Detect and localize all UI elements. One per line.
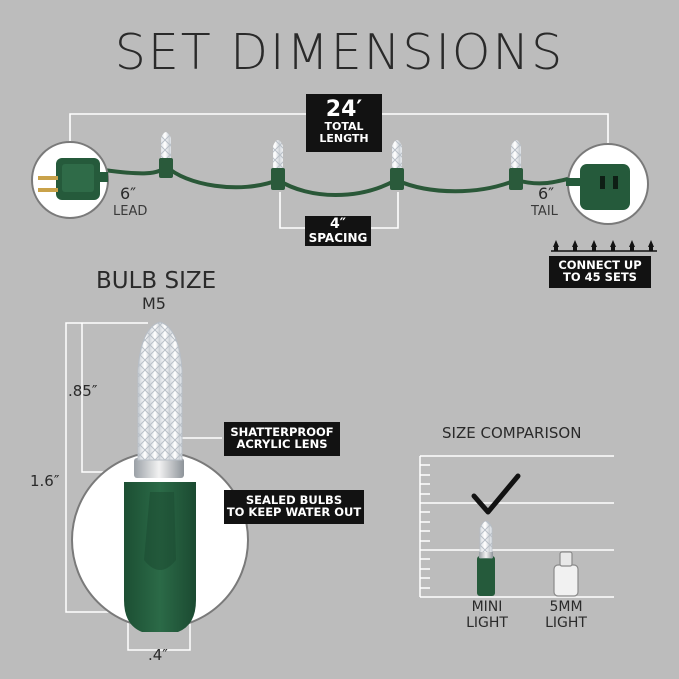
5mm-light-line1: 5MM — [549, 599, 583, 615]
bulb-size-heading: BULB SIZE — [96, 268, 217, 294]
bulb-magnifier — [71, 451, 249, 632]
spacing-value: 4″ — [330, 216, 346, 232]
tail-value: 6″ — [538, 184, 555, 203]
connect-line2: TO 45 SETS — [563, 270, 637, 285]
5mm-light-line2: LIGHT — [545, 615, 587, 631]
female-plug-icon — [566, 143, 649, 225]
total-length-label: 24′ TOTAL LENGTH — [306, 94, 382, 152]
bulb-lens — [137, 321, 183, 461]
lens-callout-line2: ACRYLIC LENS — [236, 437, 328, 452]
size-comparison-heading: SIZE COMPARISON — [442, 424, 582, 442]
string-bulb — [509, 140, 523, 190]
lead-label: LEAD — [113, 204, 148, 219]
lead-value: 6″ — [120, 184, 137, 203]
sealed-callout-line1: SEALED BULBS — [245, 493, 343, 507]
bulb-model: M5 — [142, 294, 166, 313]
lens-callout-line1: SHATTERPROOF — [230, 425, 334, 439]
spacing-label: 4″ SPACING — [305, 216, 371, 246]
string-bulb — [390, 140, 404, 190]
male-plug-icon — [31, 141, 109, 219]
5mm-light-bulb — [553, 551, 579, 597]
total-length-value: 24′ — [325, 97, 363, 122]
sealed-callout: SEALED BULBS TO KEEP WATER OUT — [224, 490, 364, 524]
checkmark-icon — [471, 473, 521, 515]
total-length-line2: LENGTH — [319, 131, 369, 145]
mini-light-line2: LIGHT — [466, 615, 508, 631]
sealed-callout-line2: TO KEEP WATER OUT — [226, 505, 362, 520]
bulb-lens-height: .85″ — [68, 382, 98, 400]
size-comparison-scale — [419, 455, 614, 598]
string-bulb — [159, 132, 173, 178]
connect-sets-label: CONNECT UP TO 45 SETS — [549, 256, 651, 288]
tail-label: TAIL — [531, 204, 558, 219]
string-bulb — [271, 140, 285, 190]
connect-line1: CONNECT UP — [558, 258, 642, 272]
bulb-total-height: 1.6″ — [30, 472, 60, 490]
bulb-width: .4″ — [148, 646, 168, 664]
spacing-text: SPACING — [308, 230, 368, 245]
lens-callout: SHATTERPROOF ACRYLIC LENS — [224, 422, 340, 456]
mini-light-bulb — [477, 520, 495, 596]
total-length-line1: TOTAL — [324, 120, 364, 134]
mini-light-line1: MINI — [471, 599, 503, 615]
bulb-metal-band — [134, 458, 184, 478]
connect-sets-icon — [551, 240, 657, 252]
page-title: SET DIMENSIONS — [114, 24, 565, 81]
